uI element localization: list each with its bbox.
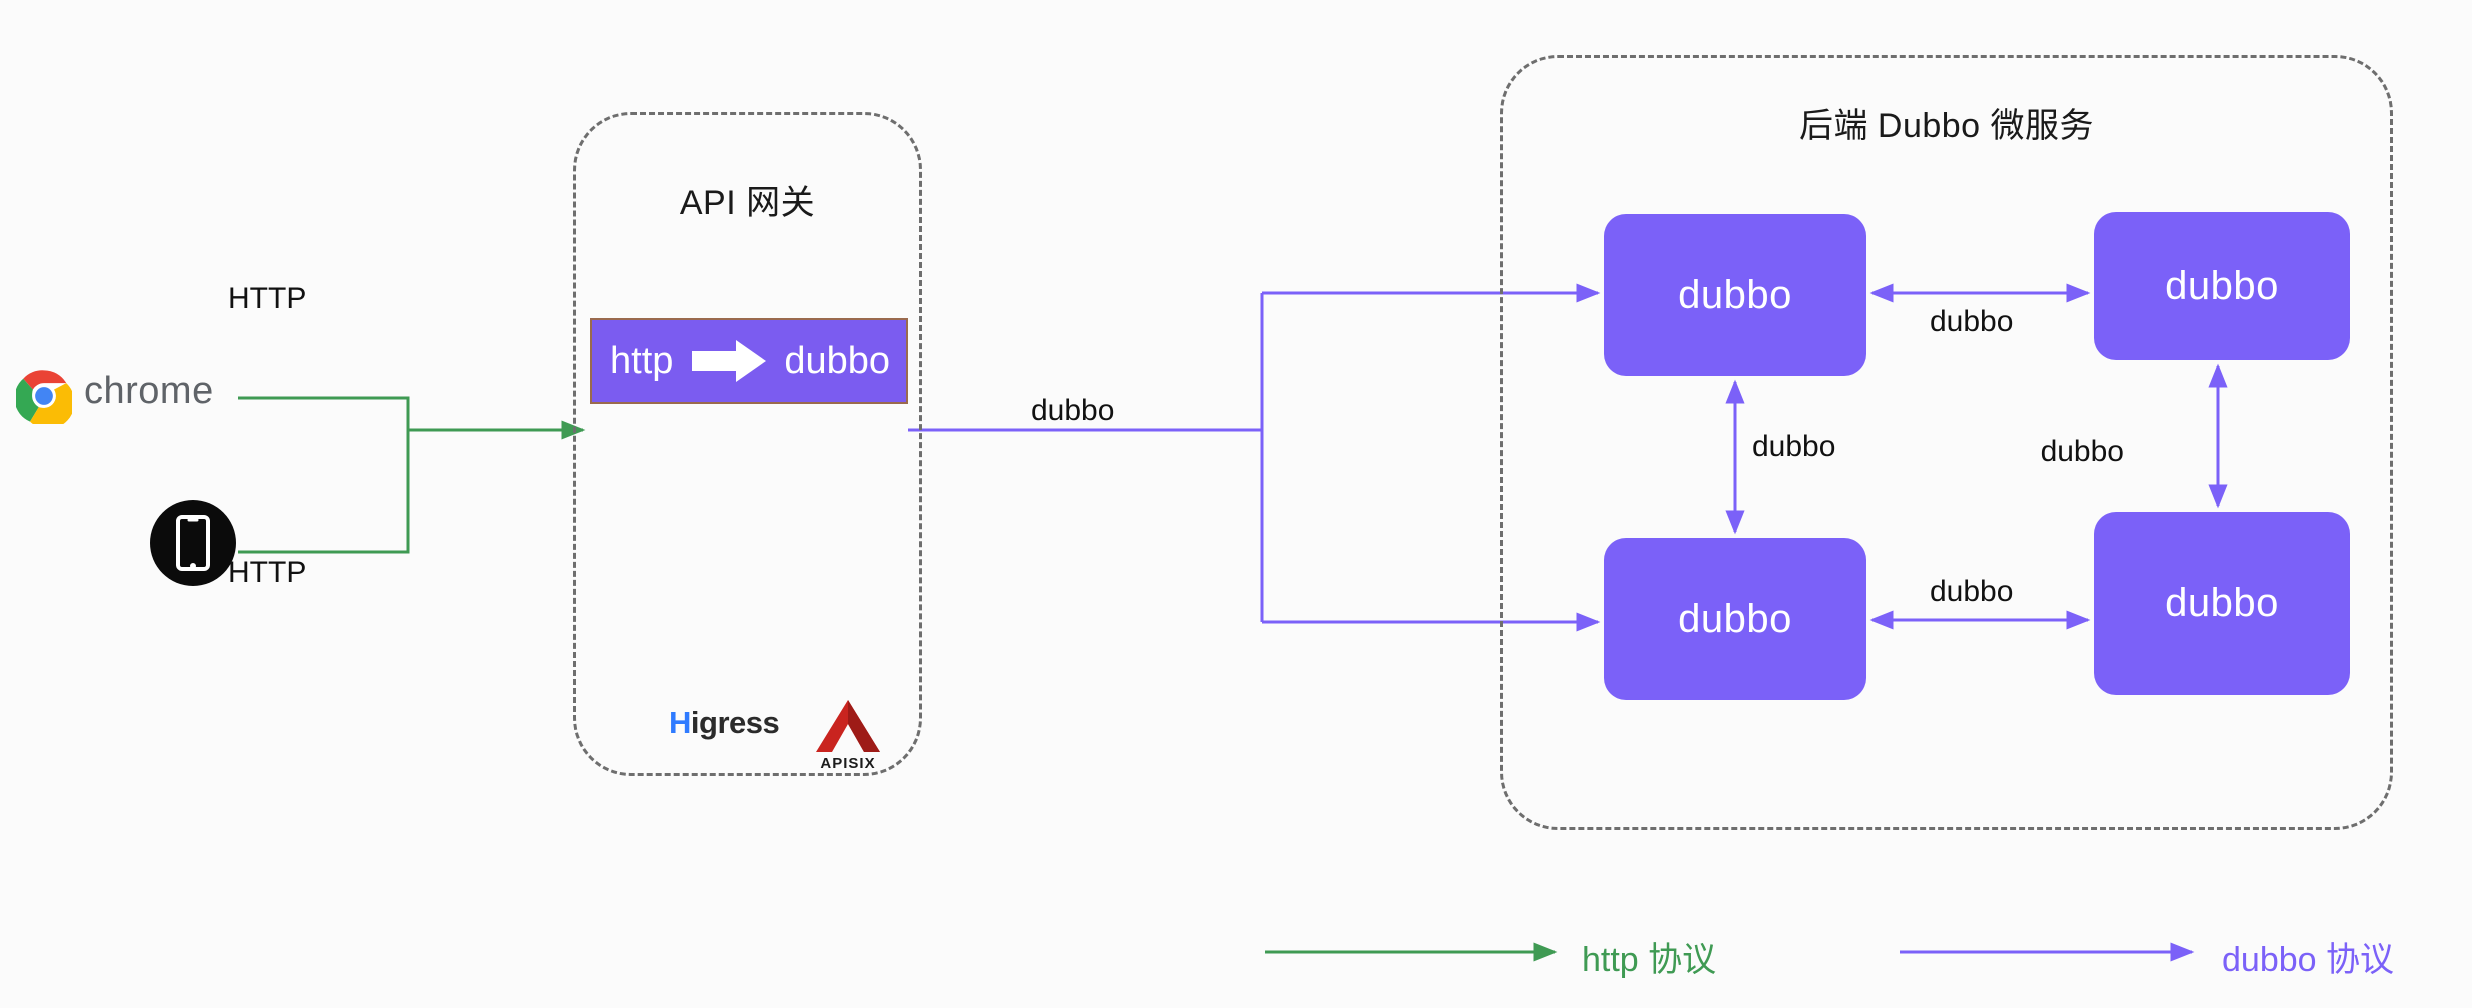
converter-dubbo-label: dubbo (784, 340, 890, 382)
legend-http-label: http 协议 (1582, 941, 1717, 979)
higress-logo-text: igress (690, 705, 780, 740)
edge-label-gateway-dubbo: dubbo (1031, 394, 1115, 427)
apisix-chevron-icon (816, 700, 880, 752)
mobile-phone-icon (150, 500, 236, 586)
backend-microservices-container: 后端 Dubbo 微服务 (1500, 55, 2393, 830)
backend-microservices-title: 后端 Dubbo 微服务 (1798, 107, 2095, 145)
http-to-dubbo-converter: http dubbo (590, 318, 908, 404)
apisix-wordmark: APISIX (820, 755, 876, 772)
edge-label-top-row: dubbo (1930, 305, 2014, 338)
dubbo-service-bottom-right[interactable]: dubbo (2094, 512, 2350, 695)
dubbo-service-top-right[interactable]: dubbo (2094, 212, 2350, 360)
thick-right-arrow-icon (691, 340, 766, 382)
edge-label-left-column: dubbo (1752, 430, 1836, 463)
converter-http-label: http (610, 340, 674, 382)
apisix-logo: APISIX (812, 696, 884, 772)
legend-dubbo-label: dubbo 协议 (2222, 941, 2394, 979)
edge-gateway-to-backend (908, 283, 1601, 632)
edge-mobile-http (238, 430, 410, 554)
chrome-logo-icon (16, 370, 72, 424)
dubbo-service-bottom-left[interactable]: dubbo (1604, 538, 1866, 700)
dubbo-service-top-left[interactable]: dubbo (1604, 214, 1866, 376)
edge-label-http-bottom: HTTP (228, 556, 307, 589)
api-gateway-container: API 网关 (573, 112, 922, 776)
edge-chrome-http (238, 396, 410, 430)
higress-logo-h: H (669, 705, 691, 740)
edge-label-right-column: dubbo (2040, 435, 2124, 468)
higress-logo: Higress (669, 705, 780, 741)
edge-label-bottom-row: dubbo (1930, 575, 2014, 608)
chrome-label: chrome (84, 370, 214, 412)
edge-label-http-top: HTTP (228, 282, 307, 315)
api-gateway-title: API 网关 (679, 184, 816, 222)
